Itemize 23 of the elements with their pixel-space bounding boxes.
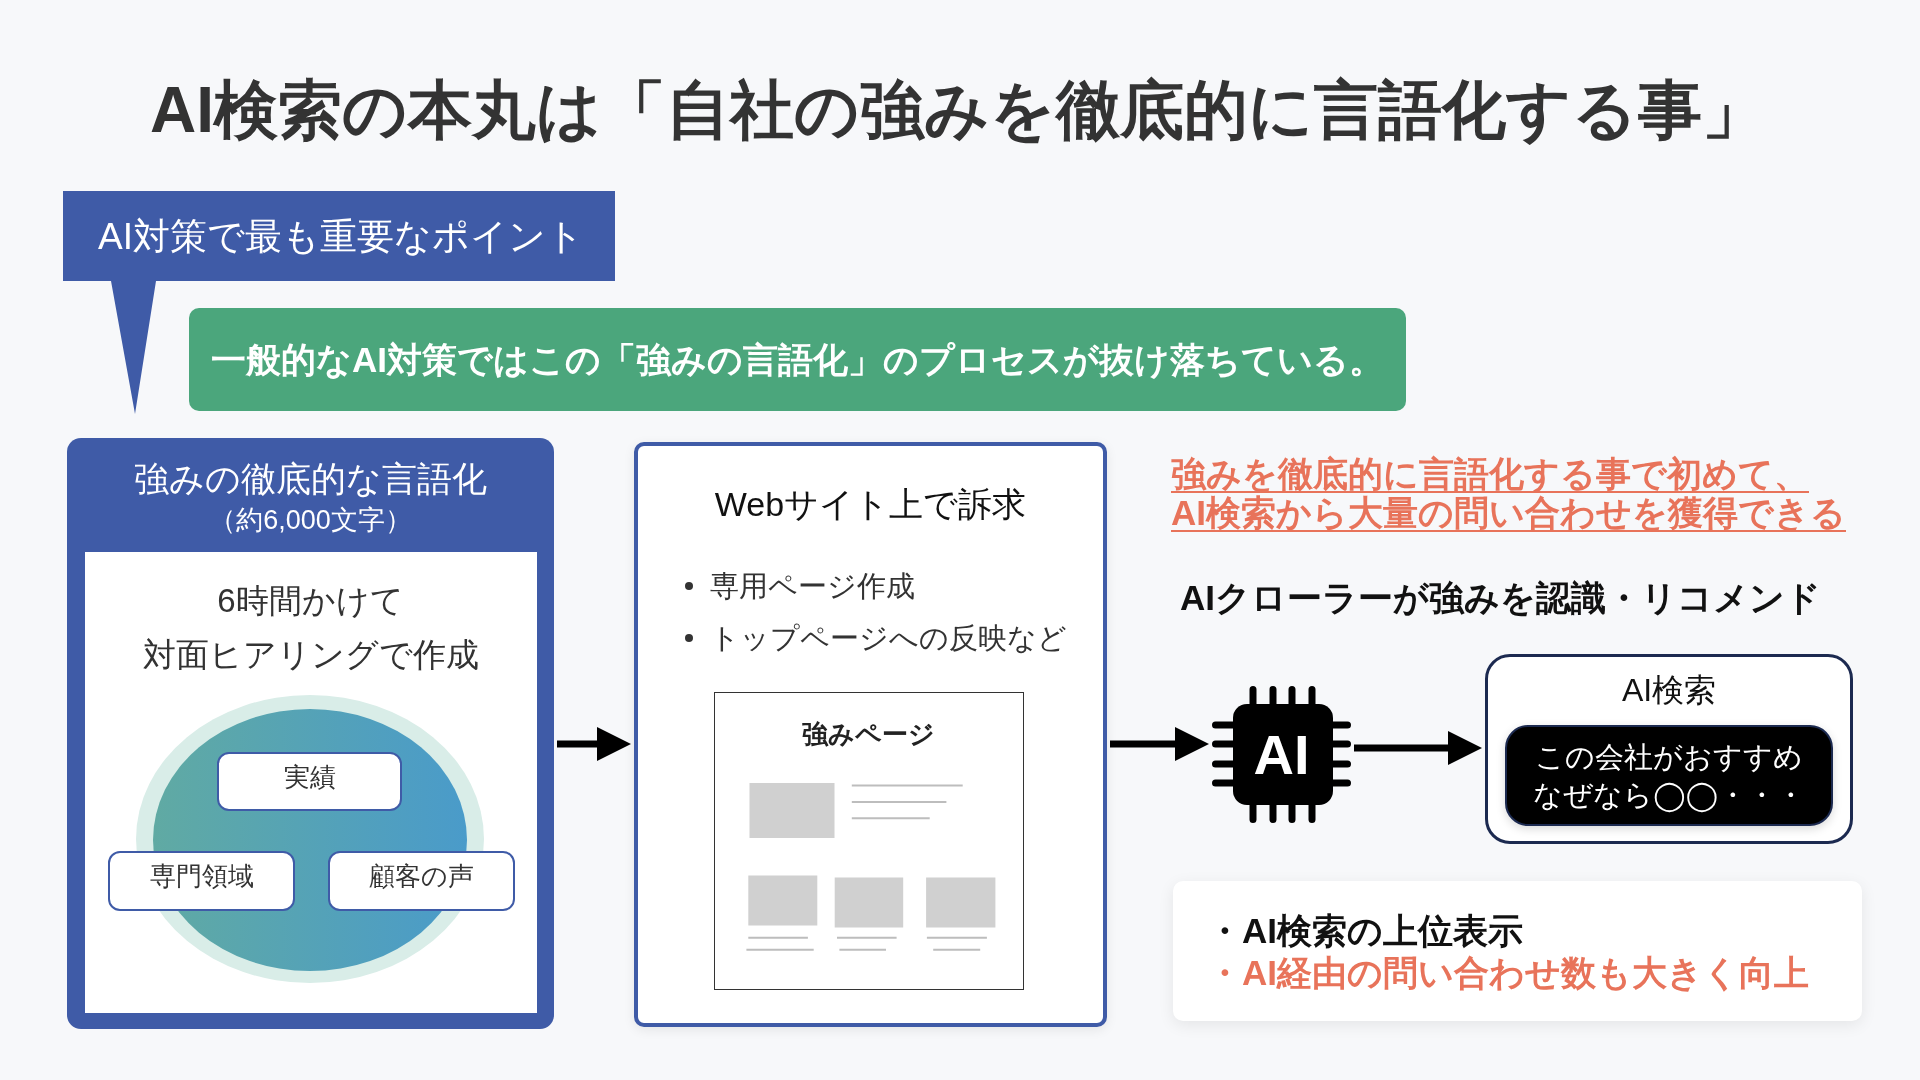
result-card: ・AI検索の上位表示 ・AI経由の問い合わせ数も大きく向上	[1173, 881, 1862, 1021]
body-text: 対面ヒアリングで作成	[142, 635, 479, 676]
panel	[67, 438, 554, 1029]
keyword-box: 専門領域	[108, 851, 295, 911]
keyword-box: 実績	[217, 752, 402, 811]
list-item: トップページへの反映など	[710, 620, 1067, 656]
heading-text: AIクローラーが強みを認識・リコメンド	[1180, 577, 1821, 620]
panel-subheading: （約6,000文字）	[209, 504, 412, 538]
page-title: 強みページ	[802, 718, 935, 751]
title: AI検索の本丸は「自社の強みを徹底的に言語化する事」	[150, 72, 1766, 148]
page-mockup	[714, 692, 1024, 990]
highlight-text: AI検索から大量の問い合わせを獲得できる	[1171, 493, 1846, 533]
highlight-text: 強みを徹底的に言語化する事で初めて、	[1171, 454, 1809, 494]
message-box: この会社がおすすめ なぜなら◯◯・・・	[1505, 725, 1833, 826]
body-text: 6時間かけて	[217, 581, 404, 622]
panel-heading: AI検索	[1621, 671, 1717, 710]
panel	[634, 442, 1107, 1027]
keyword-box: 顧客の声	[328, 851, 515, 911]
banner: 一般的なAI対策ではこの「強みの言語化」のプロセスが抜け落ちている。	[189, 308, 1406, 411]
list-item: 専用ページ作成	[710, 568, 915, 604]
panel-heading: 強みの徹底的な言語化	[134, 458, 487, 501]
panel-heading: Webサイト上で訴求	[714, 483, 1027, 525]
search-panel	[1485, 654, 1853, 844]
